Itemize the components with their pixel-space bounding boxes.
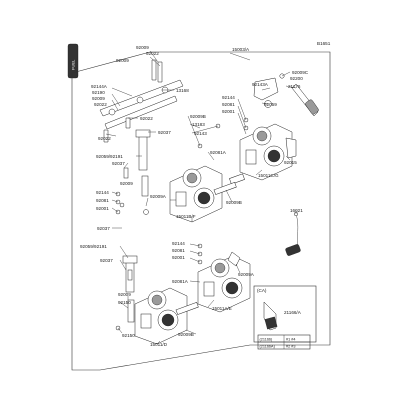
part-label: 92144 — [172, 241, 185, 246]
part-label: 92059/92191 — [96, 154, 123, 159]
part-label: 16021 — [290, 208, 303, 213]
part-label: 92059/92191 — [80, 244, 107, 249]
variant-detail-box — [253, 285, 317, 343]
part-label: 15003/A — [232, 47, 250, 52]
part-label: 92081A — [210, 150, 227, 155]
part-label: 15011C/G — [258, 173, 279, 178]
part-label: 92009A — [150, 194, 167, 199]
carburetor-a-e — [197, 251, 251, 313]
variant-row-2-part: (21166A) — [260, 345, 276, 349]
side-tab — [67, 43, 79, 79]
part-label: 92009B — [178, 332, 194, 337]
part-label: 92200 — [290, 76, 303, 81]
throttle-cable-bracket — [253, 73, 319, 117]
part-label: 92009A — [238, 272, 255, 277]
part-label: 92143A — [252, 82, 269, 87]
carburetor-d — [134, 287, 199, 345]
part-label: 92009 — [116, 58, 129, 63]
part-label: 92037 — [97, 226, 110, 231]
variant-part: 21166/A — [284, 310, 302, 315]
part-label: 92009 — [120, 181, 133, 186]
part-label: 92144A — [91, 84, 108, 89]
variant-table: (21166) #1 #4 (21166A) #2 #3 — [257, 334, 311, 350]
part-label: 92022 — [146, 51, 159, 56]
part-label: 92015 — [284, 160, 297, 165]
carburetor-b-f — [169, 165, 245, 223]
variant-row-1-part: (21166) — [260, 338, 274, 342]
fuel-sensor — [285, 211, 301, 256]
assembly-frame — [71, 51, 331, 371]
part-label: 92037 — [158, 130, 171, 135]
choke-linkage — [99, 59, 184, 143]
part-label: 13183 — [192, 122, 205, 127]
part-label: 92022 — [140, 116, 153, 121]
figure-code: B1651 — [317, 41, 331, 46]
variant-row-2-pos: #2 #3 — [286, 345, 296, 349]
part-label: 92001 — [96, 206, 109, 211]
part-label: 92009 — [92, 96, 105, 101]
part-label: 92037 — [112, 161, 125, 166]
part-label: 92081A — [172, 279, 189, 284]
part-label: 92022 — [94, 102, 107, 107]
variant-row-1-pos: #1 #4 — [286, 338, 296, 342]
part-label: 92009 — [118, 292, 131, 297]
part-label: 15011A/E — [212, 306, 232, 311]
part-label: 92001 — [222, 109, 235, 114]
part-label: 15011/D — [150, 342, 168, 347]
carburetor-c-g — [239, 123, 297, 181]
part-label: 92022 — [98, 136, 111, 141]
side-tab-label: FUEL — [71, 59, 76, 70]
leader-lines — [105, 50, 297, 345]
part-label: 92001 — [172, 255, 185, 260]
part-label: 15011B/F — [176, 214, 196, 219]
part-label: 92081 — [96, 198, 109, 203]
part-label: 92009B — [226, 200, 242, 205]
part-label: 13168 — [176, 88, 189, 93]
part-label: 92059 — [264, 102, 277, 107]
part-label: 92009 — [136, 45, 149, 50]
part-label: 92009B — [190, 114, 206, 119]
part-label: 92037 — [100, 258, 113, 263]
variant-label: (CA) — [257, 288, 267, 293]
part-label: 92150 — [118, 300, 131, 305]
part-label: 92143 — [194, 131, 207, 136]
part-label: 92144 — [96, 190, 109, 195]
part-labels: 92009 92022 15003/A 92144A 92190 92009 1… — [80, 45, 309, 347]
part-label: 92190 — [92, 90, 105, 95]
part-label: 92144 — [222, 95, 235, 100]
part-label: 92150 — [122, 333, 135, 338]
part-label: 92081 — [222, 102, 235, 107]
part-label: 92081 — [172, 248, 185, 253]
part-label: 21176 — [288, 84, 301, 89]
part-label: 92009C — [292, 70, 309, 75]
